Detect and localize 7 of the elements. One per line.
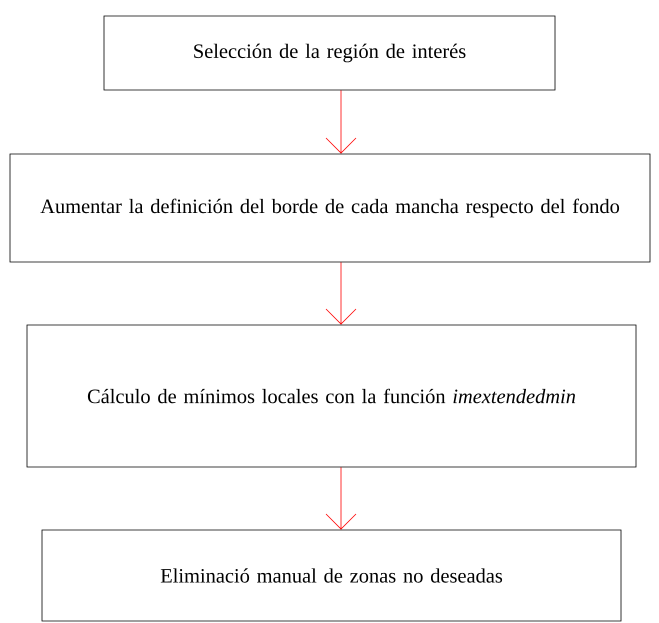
process-box: Cálculo de mínimos locales con la función imextendedmin	[26, 324, 636, 468]
process-box: Aumentar la definición del borde de cada mancha respecto del fondo	[10, 154, 650, 262]
arrow	[326, 262, 356, 325]
process-box: Eliminació manual de zonas no deseadas	[42, 530, 622, 622]
arrow	[326, 90, 356, 154]
process-box: Selección de la región de interés	[104, 16, 556, 90]
arrow	[326, 466, 356, 530]
